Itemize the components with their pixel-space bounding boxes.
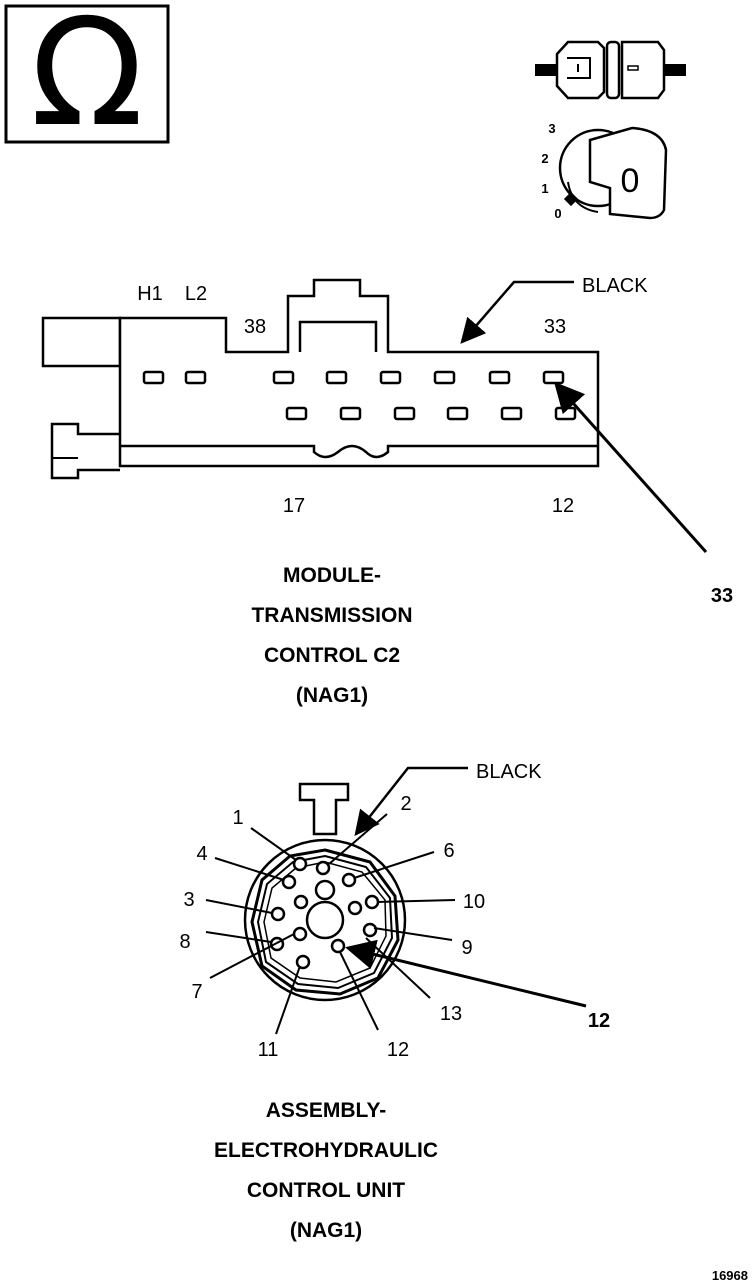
c2-cavity-row-top: [142, 370, 565, 385]
ehcu-callout-12: 12: [588, 1010, 610, 1032]
ehcu-pin-7: 7: [191, 981, 202, 1003]
ehcu-title-line-1: ASSEMBLY-: [266, 1099, 387, 1122]
ehcu-title-line-3: CONTROL UNIT: [247, 1179, 405, 1202]
ehcu-pin-13: 13: [440, 1003, 462, 1025]
ehcu-pin-6: 6: [443, 840, 454, 862]
ehcu-pin-9: 9: [461, 937, 472, 959]
ehcu-pin-3: 3: [183, 889, 194, 911]
ehcu-connector: [205, 766, 587, 1035]
ehcu-pin-2: 2: [400, 793, 411, 815]
module-c2-connector: [41, 278, 708, 553]
c2-title-line-4: (NAG1): [296, 684, 368, 707]
c2-title-line-1: MODULE-: [283, 564, 381, 587]
c2-color-label: BLACK: [582, 275, 648, 297]
key-label: 0: [621, 162, 640, 200]
ehcu-title-line-2: ELECTROHYDRAULIC: [214, 1139, 438, 1162]
ehcu-pin-8: 8: [179, 931, 190, 953]
ehcu-pin-4: 4: [196, 843, 207, 865]
ehcu-pin-12: 12: [387, 1039, 409, 1061]
c2-title-line-2: TRANSMISSION: [251, 604, 412, 627]
ignition-key-icon: 3 2 1 0 0: [541, 121, 668, 221]
c2-pin-17: 17: [283, 495, 305, 517]
ehcu-pin-1: 1: [232, 807, 243, 829]
ehcu-color-label: BLACK: [476, 761, 542, 783]
key-position-1: 1: [541, 181, 548, 196]
c2-pin-l2: L2: [185, 283, 207, 305]
ehcu-pin-11: 11: [258, 1039, 279, 1061]
disconnected-connector-icon: [535, 40, 686, 100]
ehcu-leaders: [205, 813, 456, 1035]
ehcu-title-line-4: (NAG1): [290, 1219, 362, 1242]
c2-pin-33: 33: [544, 316, 566, 338]
c2-callout-33: 33: [711, 585, 733, 607]
c2-callout-leader: [554, 381, 708, 553]
key-position-2: 2: [541, 151, 548, 166]
ehcu-callout-leader: [345, 939, 587, 1008]
ohmmeter-icon: Ω: [4, 0, 170, 159]
c2-color-leader: [460, 280, 574, 344]
c2-title-line-3: CONTROL C2: [264, 644, 400, 667]
ehcu-pin-10: 10: [463, 891, 485, 913]
c2-pin-h1: H1: [137, 283, 163, 305]
key-position-3: 3: [548, 121, 555, 136]
figure-number: 16968: [712, 1268, 748, 1283]
c2-pin-38: 38: [244, 316, 266, 338]
ehcu-color-leader: [354, 766, 468, 836]
key-position-0: 0: [554, 206, 561, 221]
ohm-symbol: Ω: [30, 0, 143, 159]
c2-pin-12: 12: [552, 495, 574, 517]
